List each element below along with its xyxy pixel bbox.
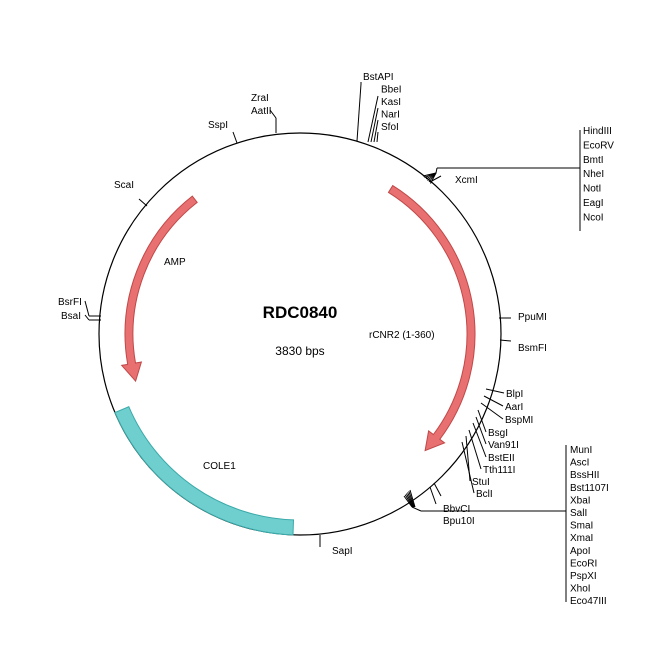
site-label-bcli: BclI [476,489,493,500]
plasmid-size: 3830 bps [275,344,324,358]
site-label-bsgi: BsgI [488,428,508,439]
site-label-bsshii: BssHII [570,470,599,481]
site-label-aari: AarI [505,402,523,413]
site-label-bbvci: BbvCI [443,504,470,515]
site-label-apoi: ApoI [570,546,591,557]
site-scai: ScaI [114,180,148,207]
site-label-bstapi: BstAPI [363,72,394,83]
feature-rcnr2 [387,184,476,452]
site-label-bmti: BmtI [583,155,604,166]
site-label-bsrfi: BsrFI [58,297,82,308]
site-label-eagi: EagI [583,198,604,209]
site-sapi: SapI [319,535,353,557]
site-label-sfoi: SfoI [381,122,399,133]
site-label-tth111i: Tth111I [483,465,515,476]
site-label-pspxi: PspXI [570,571,597,582]
site-label-bsai: BsaI [61,311,81,322]
plasmid-backbone [98,132,502,536]
site-label-ncoi: NcoI [583,212,604,223]
site-label-blpi: BlpI [506,389,523,400]
site-ppumi: PpuMI [499,312,547,323]
site-label-sspi: SspI [208,120,228,131]
site-label-asci: AscI [570,458,589,469]
site-label-nhei: NheI [583,169,604,180]
site-zrai-aatii: ZraI AatII [251,93,277,133]
site-label-xhoi: XhoI [570,584,591,595]
site-label-bbei: BbeI [381,85,402,96]
feature-label-amp: AMP [164,257,186,268]
site-xcmi: XcmI [429,175,478,186]
site-label-nari: NarI [381,110,400,121]
feature-cole1 [114,406,295,536]
site-group-upper-right: HindIII EcoRV BmtI NheI NotI EagI NcoI [422,126,614,231]
site-label-ppumi: PpuMI [518,312,547,323]
site-sspi: SspI [208,120,238,144]
site-label-bst1107i: Bst1107I [570,483,609,494]
site-label-aatii: AatII [251,106,272,117]
site-label-ecori: EcoRI [570,558,597,569]
site-label-bpu10i: Bpu10I [443,516,475,527]
site-bsrfi-bsai: BsrFI BsaI [58,297,101,322]
site-label-van91i: Van91I [488,440,519,451]
site-label-xmai: XmaI [570,533,593,544]
site-bbvci-bpu10i: BbvCI Bpu10I [429,482,475,527]
site-label-sapi: SapI [332,546,353,557]
site-label-bspmi: BspMI [505,415,533,426]
site-label-xcmi: XcmI [455,175,478,186]
site-label-ecorv: EcoRV [583,140,614,151]
site-bsmfi: BsmFI [499,339,547,354]
feature-label-rcnr2: rCNR2 (1-360) [369,330,435,341]
site-label-hindiii: HindIII [583,126,612,137]
site-label-scai: ScaI [114,180,134,191]
site-label-muni: MunI [570,445,592,456]
feature-label-cole1: COLE1 [203,461,236,472]
site-label-kasi: KasI [381,97,401,108]
site-label-sali: SalI [570,508,587,519]
site-label-bsmfi: BsmFI [518,343,547,354]
site-label-stui: StuI [472,477,490,488]
site-label-eco47iii: Eco47III [570,596,607,607]
site-label-noti: NotI [583,184,601,195]
site-label-smai: SmaI [570,521,593,532]
site-label-bsteii: BstEII [488,453,515,464]
site-label-zrai: ZraI [251,93,269,104]
plasmid-name: RDC0840 [263,303,338,322]
site-label-xbai: XbaI [570,495,591,506]
feature-amp [120,195,198,383]
